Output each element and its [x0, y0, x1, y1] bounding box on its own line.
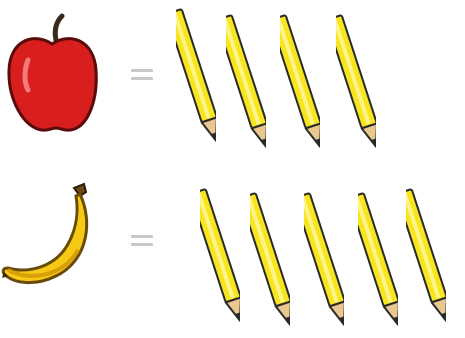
pencil-icon	[304, 188, 344, 338]
pencil-icon	[226, 10, 266, 160]
pencil-icon	[280, 10, 320, 160]
pencil-icon	[176, 4, 216, 154]
banana-row: =	[0, 160, 465, 331]
pencil-icon	[336, 10, 376, 160]
apple-icon	[4, 12, 100, 132]
pencil-icon	[358, 188, 398, 338]
pencil-icon	[250, 188, 290, 338]
equals-sign: =	[131, 232, 153, 250]
equals-sign: =	[131, 66, 153, 84]
pencil-icon	[406, 184, 446, 334]
pencil-icon	[200, 184, 240, 334]
banana-icon	[0, 178, 112, 298]
apple-row: =	[0, 0, 465, 160]
